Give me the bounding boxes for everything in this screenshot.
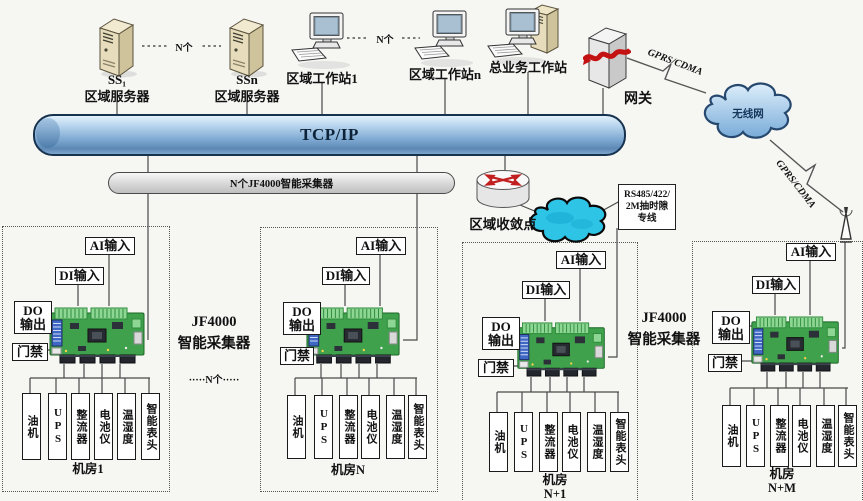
tcpip-bus-endcap: [36, 118, 60, 148]
door-access-box: 门禁: [478, 359, 514, 377]
device-box-generator: 油机: [287, 395, 306, 459]
di-input-box: DI输入: [522, 281, 570, 299]
device-box-generator: 油机: [22, 393, 41, 460]
jf4000-collector-board-icon: [48, 306, 148, 364]
device-box-temp-humidity: 温湿度: [587, 412, 606, 472]
tcpip-bus: TCP/IP: [33, 114, 626, 156]
collector-group-right-title: JF4000: [641, 310, 687, 326]
collector-bus: N个JF4000智能采集器: [108, 172, 455, 194]
di-input-box: DI输入: [752, 276, 800, 294]
room-name-label: 机房1: [72, 462, 104, 476]
collector-group-left-title: JF4000: [191, 314, 237, 330]
di-input-box: DI输入: [55, 267, 104, 285]
door-access-box: 门禁: [12, 343, 48, 361]
server1-label: 区域服务器: [84, 89, 150, 104]
router-icon: [474, 166, 532, 219]
servers-repeat-note: N个: [168, 39, 200, 54]
serverN-label: 区域服务器: [214, 89, 280, 104]
device-box-temp-humidity: 温湿度: [816, 405, 835, 467]
server1-title: SS₁: [107, 72, 127, 87]
di-input-box: DI输入: [322, 267, 370, 285]
collector-group-left-note: ·····N个·····: [188, 375, 240, 386]
gateway-icon: [581, 24, 632, 97]
device-box-generator: 油机: [489, 412, 508, 472]
device-box-rectifier: 整流器: [339, 395, 358, 459]
device-box-rectifier: 整流器: [71, 393, 90, 460]
device-box-rectifier: 整流器: [770, 405, 789, 467]
antenna-icon: [836, 206, 856, 249]
workstation1-label: 区域工作站1: [286, 71, 358, 86]
collector-bus-label: N个JF4000智能采集器: [229, 178, 334, 190]
device-box-battery-meter: 电池仪: [361, 395, 380, 459]
device-box-smart-meter: 智能表头: [610, 412, 629, 472]
device-box-battery-meter: 电池仪: [562, 412, 581, 472]
business-workstation-computer-icon: [486, 8, 550, 71]
device-box-generator: 油机: [722, 405, 741, 467]
collector-group-left-subtitle: 智能采集器: [177, 336, 251, 352]
device-box-ups: UPS: [746, 405, 765, 467]
workstationN-label: 区域工作站n: [408, 67, 482, 82]
server-tower-icon: [223, 16, 269, 83]
convergence-label: 区域收敛点: [469, 217, 537, 232]
device-box-smart-meter: 智能表头: [838, 405, 857, 467]
machine-room-boundary: [260, 227, 438, 492]
ai-input-box: AI输入: [356, 237, 406, 255]
ai-input-box: AI输入: [556, 251, 606, 269]
door-access-box: 门禁: [708, 354, 742, 372]
device-box-temp-humidity: 温湿度: [386, 395, 405, 459]
room-name-label: 机房N: [330, 463, 366, 477]
ai-input-box: AI输入: [786, 243, 836, 261]
serverN-title: SSn: [236, 72, 258, 87]
door-access-box: 门禁: [280, 347, 314, 365]
jf4000-collector-board-icon: [750, 315, 842, 372]
machine-room-boundary: [462, 242, 638, 501]
server-tower-icon: [93, 16, 139, 83]
wireless-cloud-icon: [698, 78, 796, 151]
device-box-ups: UPS: [48, 393, 67, 460]
leased-line-box: RS485/422/ 2M抽时隙 专线: [618, 184, 676, 230]
device-box-battery-meter: 电池仪: [94, 393, 113, 460]
device-box-smart-meter: 智能表头: [141, 393, 160, 460]
device-box-ups: UPS: [514, 412, 533, 472]
device-box-temp-humidity: 温湿度: [117, 393, 136, 460]
machine-room-boundary: [2, 226, 170, 492]
gateway-label: 网关: [624, 92, 652, 107]
device-box-rectifier: 整流器: [539, 412, 558, 472]
jf4000-collector-board-icon: [516, 321, 608, 377]
collector-group-right-subtitle: 智能采集器: [627, 332, 701, 348]
business-workstation-label: 总业务工作站: [488, 60, 567, 75]
workstations-repeat-note: N个: [369, 31, 401, 46]
convergence-cloud-icon: [522, 194, 614, 251]
device-box-ups: UPS: [314, 395, 333, 459]
device-box-battery-meter: 电池仪: [792, 405, 811, 467]
ai-input-box: AI输入: [85, 237, 135, 255]
workstation-computer-icon: [413, 10, 477, 73]
workstation-computer-icon: [290, 12, 354, 75]
tcpip-bus-label: TCP/IP: [300, 125, 359, 144]
device-box-smart-meter: 智能表头: [408, 395, 427, 459]
wireless-cloud-label: 无线网: [732, 109, 764, 120]
